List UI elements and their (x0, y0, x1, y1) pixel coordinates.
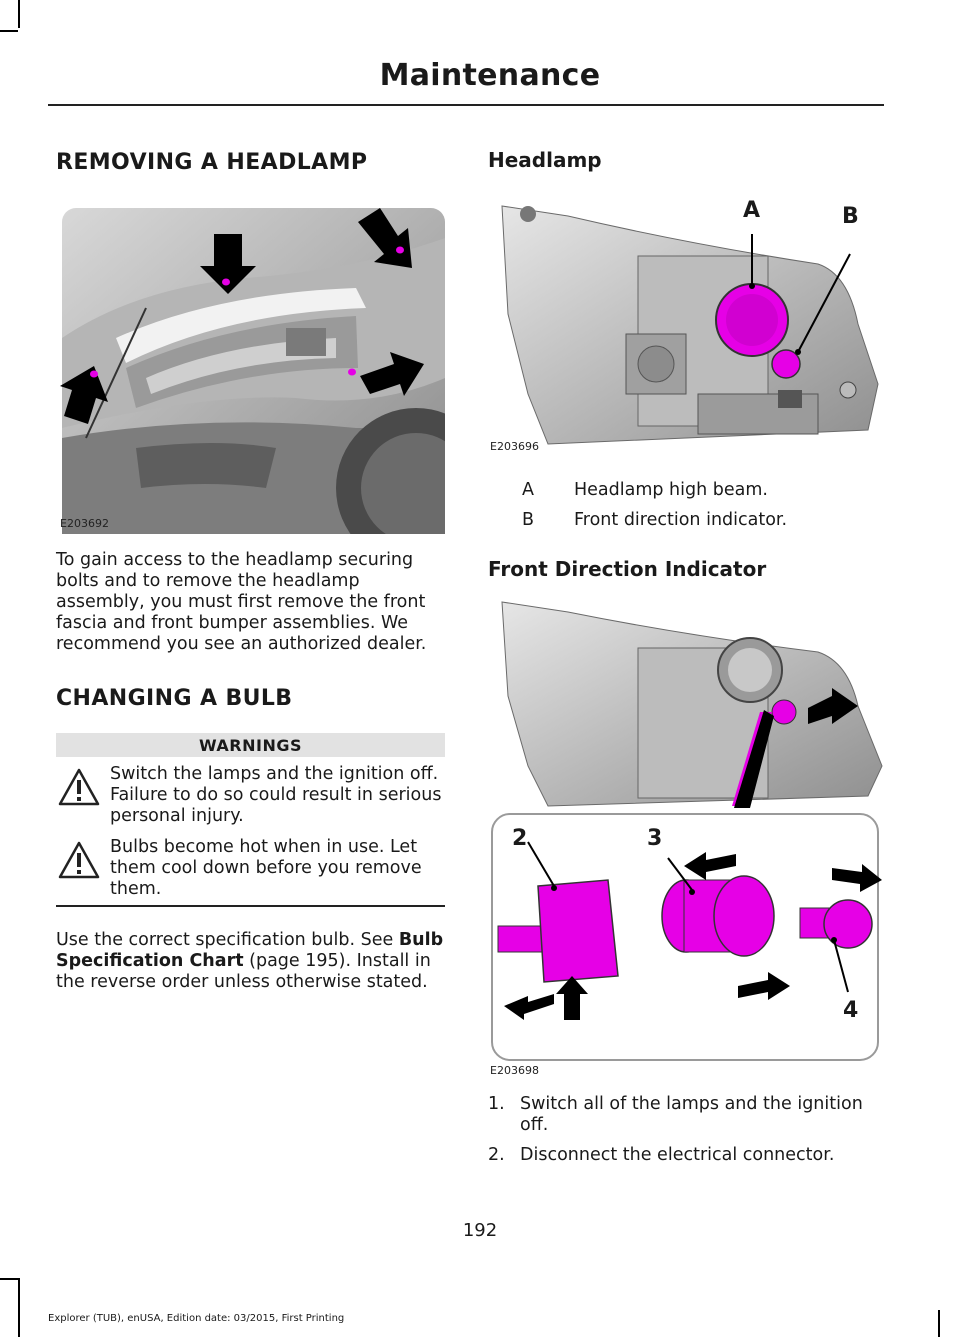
step-number-2: 2. (488, 1145, 505, 1165)
crop-mark (0, 30, 18, 32)
warning-text-1: Switch the lamps and the ignition off. F… (110, 764, 442, 826)
figure-code: E203696 (490, 440, 539, 453)
heading-removing-headlamp: REMOVING A HEADLAMP (56, 150, 368, 175)
crop-mark (18, 1278, 20, 1337)
callout-label-b: B (842, 204, 859, 229)
figure-headlamp-removal (56, 198, 496, 568)
headlamp-assembly-illustration (501, 205, 879, 445)
callout-label-4: 4 (843, 998, 859, 1023)
warning-triangle-icon (58, 768, 100, 806)
warnings-header: WARNINGS (56, 733, 445, 757)
heading-changing-bulb: CHANGING A BULB (56, 686, 293, 711)
step-text-2: Disconnect the electrical connector. (520, 1145, 835, 1165)
page-number: 192 (462, 1220, 498, 1241)
footer-edition: Explorer (TUB), enUSA, Edition date: 03/… (48, 1313, 345, 1324)
warnings-rule (56, 905, 445, 907)
callout-label-2: 2 (512, 826, 528, 851)
crop-mark (18, 0, 20, 28)
header-rule (48, 104, 884, 106)
legend-text-b: Front direction indicator. (574, 510, 788, 530)
figure-headlamp-assembly (488, 194, 884, 456)
legend-letter-a: A (522, 480, 534, 500)
callout-label-a: A (743, 198, 761, 223)
crop-mark (938, 1310, 940, 1337)
figure-indicator-bulb (488, 596, 884, 1066)
spec-suffix: Install in the reverse order unless othe… (56, 951, 431, 992)
step-number-1: 1. (488, 1094, 505, 1114)
spec-prefix: Use the correct specification bulb. See (56, 930, 399, 950)
heading-front-direction-indicator: Front Direction Indicator (488, 557, 767, 581)
step-text-1: Switch all of the lamps and the ignition… (520, 1094, 863, 1135)
figure-code: E203692 (60, 517, 109, 530)
crop-mark (0, 1278, 18, 1280)
legend-text-a: Headlamp high beam. (574, 480, 768, 500)
warning-text-2: Bulbs become hot when in use. Let them c… (110, 837, 422, 899)
legend-letter-b: B (522, 510, 535, 530)
figure-code: E203698 (490, 1064, 539, 1077)
spec-page: (page 195). (243, 951, 352, 971)
heading-headlamp: Headlamp (488, 148, 602, 172)
headlamp-removal-illustration (60, 208, 496, 568)
removing-paragraph: To gain access to the headlamp securing … (56, 550, 427, 654)
callout-label-3: 3 (647, 826, 663, 851)
section-title: Maintenance (379, 58, 601, 93)
bulb-chart-link[interactable]: Bulb Specification Chart (56, 930, 444, 971)
indicator-bulb-illustration (491, 601, 883, 1061)
spec-paragraph: Use the correct specification bulb. See … (56, 930, 448, 993)
warning-triangle-icon (58, 841, 100, 879)
